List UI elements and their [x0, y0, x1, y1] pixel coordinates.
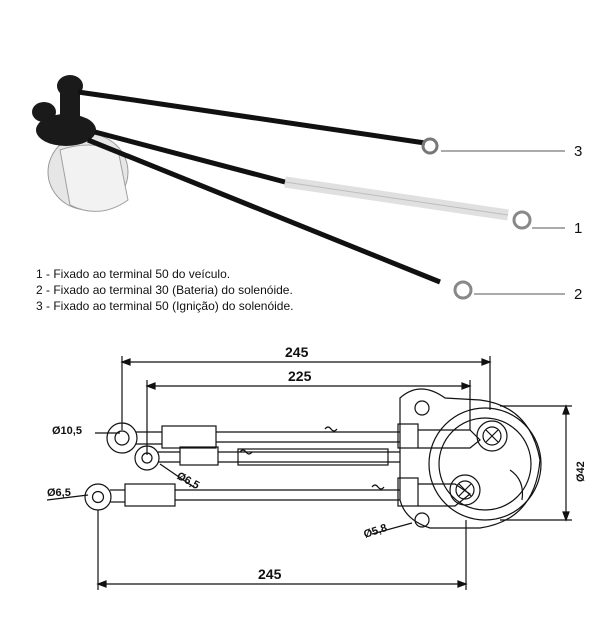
solenoid-cap: [399, 388, 541, 529]
terminal-boot: [36, 114, 96, 146]
dim-top-245: 245: [285, 344, 309, 360]
legend-item-3: 3 - Fixado ao terminal 50 (Ignição) do s…: [36, 299, 293, 313]
dim-hole: Ø5,8: [362, 522, 388, 541]
ring-terminal-1: [512, 210, 532, 230]
dim-body: Ø42: [575, 461, 587, 482]
ring-terminal-3: [421, 137, 439, 155]
dim-ring-small: Ø6,5: [47, 487, 71, 499]
ring-small: [84, 483, 112, 511]
ring-mid: [134, 445, 160, 471]
dimension-labels: 245 225 245 Ø10,5 Ø6,5 Ø6,5 Ø5,8 Ø42: [47, 344, 587, 582]
dim-ring-mid: Ø6,5: [175, 470, 202, 492]
mount-hole-top: [414, 400, 430, 416]
callout-1: 1: [574, 220, 582, 237]
terminal-30: [476, 420, 508, 452]
dim-bottom-245: 245: [258, 566, 282, 582]
ring-terminal-2: [453, 280, 473, 300]
legend-item-2: 2 - Fixado ao terminal 30 (Bateria) do s…: [36, 283, 293, 297]
harness-photo: 3 1 2: [32, 75, 582, 303]
callout-2: 2: [574, 286, 582, 303]
technical-drawing: [46, 356, 572, 590]
cable-2: [87, 137, 441, 285]
dim-225: 225: [288, 368, 312, 384]
ring-large: [106, 422, 138, 454]
dim-ring-large: Ø10,5: [52, 425, 82, 437]
callout-3: 3: [574, 143, 582, 160]
legend: 1 - Fixado ao terminal 50 do veículo. 2 …: [36, 267, 293, 313]
mount-hole-bottom: [414, 512, 430, 528]
legend-item-1: 1 - Fixado ao terminal 50 do veículo.: [36, 267, 230, 281]
terminal-50: [449, 474, 481, 506]
cable-1: [94, 129, 286, 185]
cable-3: [77, 89, 426, 146]
